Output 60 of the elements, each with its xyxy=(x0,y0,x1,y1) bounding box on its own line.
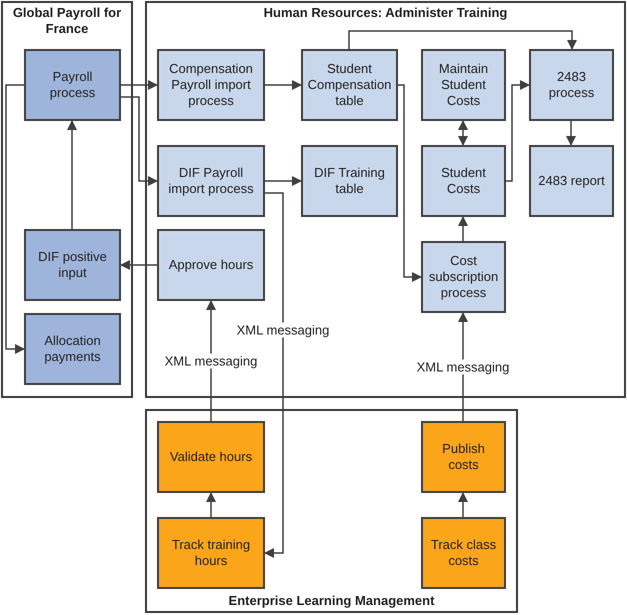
arrow xyxy=(265,176,302,186)
swimlane-panel xyxy=(145,1,626,398)
process-box xyxy=(157,49,265,121)
process-box xyxy=(421,241,506,313)
process-box xyxy=(157,421,265,493)
box-label: Approve hours xyxy=(168,257,254,273)
arrow xyxy=(566,121,576,146)
box-label: Cost subscription process xyxy=(428,253,500,301)
box-label: Student Compensation table xyxy=(307,61,392,109)
box-label: Validate hours xyxy=(170,449,252,465)
arrow xyxy=(206,492,216,517)
process-box xyxy=(24,229,121,301)
arrow xyxy=(458,216,468,241)
box-label: DIF positive input xyxy=(37,249,108,281)
process-box xyxy=(24,49,121,121)
process-box xyxy=(157,229,265,301)
arrow xyxy=(120,260,157,270)
box-label: Allocation payments xyxy=(43,333,102,365)
edge-label: XML messaging xyxy=(236,322,330,338)
arrow xyxy=(121,80,158,90)
process-box xyxy=(421,49,506,121)
process-box xyxy=(301,49,398,121)
process-box xyxy=(529,145,614,217)
process-box xyxy=(157,145,265,217)
panel-title: Human Resources: Administer Training xyxy=(264,5,508,21)
arrow xyxy=(121,96,158,186)
process-box xyxy=(421,517,506,589)
process-box xyxy=(421,145,506,217)
swimlane-panel xyxy=(1,1,133,398)
arrow xyxy=(398,84,422,282)
process-box xyxy=(421,421,506,493)
box-label: 2483 process xyxy=(548,69,596,101)
box-label: Compensation Payroll import process xyxy=(168,61,254,109)
box-label: Student Costs xyxy=(440,165,487,197)
process-box xyxy=(24,313,121,385)
arrow xyxy=(67,120,77,229)
arrow xyxy=(348,30,577,50)
box-label: Payroll process xyxy=(48,69,96,101)
edge-label: XML messaging xyxy=(416,360,510,374)
arrow xyxy=(506,80,530,182)
process-box xyxy=(529,49,614,121)
box-label: Maintain Student Costs xyxy=(438,61,490,109)
edge-label: XML messaging xyxy=(164,354,258,368)
arrow xyxy=(265,80,302,90)
box-label: Publish costs xyxy=(441,441,486,473)
panel-title: Enterprise Learning Management xyxy=(228,593,434,609)
process-box xyxy=(157,517,265,589)
swimlane-panel xyxy=(145,409,518,613)
arrow xyxy=(206,300,216,421)
arrow xyxy=(264,192,284,558)
process-box xyxy=(301,145,398,217)
panel-title: Global Payroll for France xyxy=(12,5,122,37)
box-label: Track class costs xyxy=(430,537,498,569)
arrow xyxy=(458,492,468,517)
box-label: DIF Training table xyxy=(313,165,386,197)
box-label: Track training hours xyxy=(170,537,252,569)
arrow xyxy=(458,120,468,146)
box-label: DIF Payroll import process xyxy=(167,165,255,197)
box-label: 2483 report xyxy=(538,173,605,189)
arrow xyxy=(5,84,25,354)
